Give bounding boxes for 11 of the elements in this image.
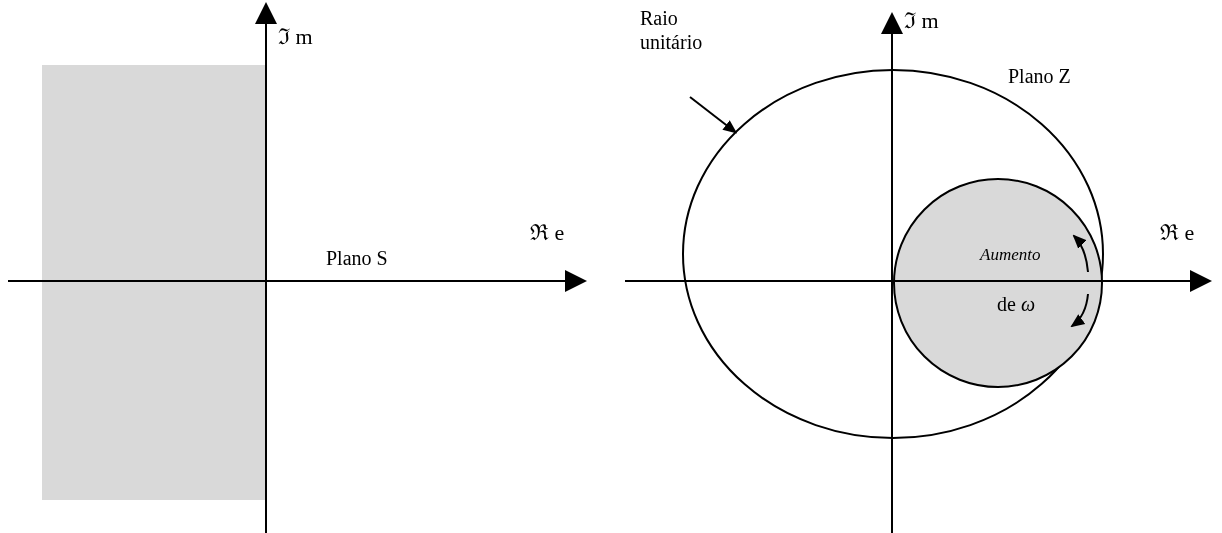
axis-label: ℑ m — [904, 8, 939, 35]
axis-label: Plano S — [326, 246, 388, 270]
axis-label: Plano Z — [1008, 64, 1071, 88]
axis-label: ℑ m — [278, 24, 313, 51]
axis-label: ℜ e — [1160, 220, 1195, 247]
axis-label: ℜ e — [530, 220, 565, 247]
axis-label: de ω — [997, 292, 1035, 316]
unit-circle — [682, 69, 1104, 439]
leader-line — [689, 96, 738, 134]
callout-label: Raio unitário — [640, 6, 730, 54]
axis-label: Aumento — [980, 245, 1041, 266]
